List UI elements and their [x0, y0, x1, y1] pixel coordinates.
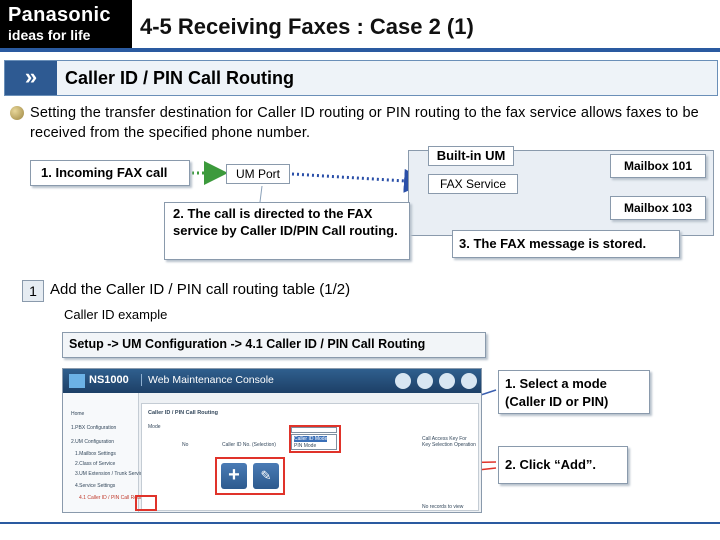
um-port-box: UM Port: [226, 164, 290, 184]
add-button-highlight: [215, 457, 285, 495]
bullet-icon: [10, 106, 24, 120]
sidebar-item-home[interactable]: Home: [71, 411, 85, 417]
sidebar-item-highlight: [135, 495, 157, 511]
sidebar-item-pbx[interactable]: 1.PBX Configuration: [71, 425, 117, 431]
console-sidebar: Home 1.PBX Configuration 2.UM Configurat…: [63, 393, 148, 512]
brand-tagline: ideas for life: [8, 27, 91, 43]
help-icon[interactable]: [395, 373, 411, 389]
plus-icon: +: [228, 464, 240, 486]
panel-title: Caller ID / PIN Call Routing: [148, 410, 218, 416]
chevron-right-icon: »: [5, 61, 57, 95]
setup-path-box: Setup -> UM Configuration -> 4.1 Caller …: [62, 332, 486, 358]
sidebar-item-mailbox[interactable]: 1.Mailbox Settings: [75, 451, 116, 457]
builtin-um-label: Built-in UM: [428, 146, 514, 166]
mode-label: Mode: [148, 424, 161, 430]
fax-service-box: FAX Service: [428, 174, 518, 194]
info-icon[interactable]: [439, 373, 455, 389]
console-titlebar: NS1000 Web Maintenance Console: [63, 369, 481, 393]
select-mode-callout: 1. Select a mode (Caller ID or PIN): [498, 370, 650, 414]
sidebar-item-cos[interactable]: 2.Class of Service: [75, 461, 116, 467]
mode-options-list[interactable]: Caller ID Mode PIN Mode: [291, 434, 337, 450]
console-name: Web Maintenance Console: [141, 374, 274, 386]
step2-note: 2. The call is directed to the FAX servi…: [164, 202, 410, 260]
leader-step2: [259, 185, 263, 203]
console-main-panel: Caller ID / PIN Call Routing Mode No Cal…: [141, 403, 479, 511]
mailbox-103-box: Mailbox 103: [610, 196, 706, 220]
incoming-fax-box: 1. Incoming FAX call: [30, 160, 190, 186]
step3-note: 3. The FAX message is stored.: [452, 230, 680, 258]
slide-title: 4-5 Receiving Faxes : Case 2 (1): [140, 14, 474, 39]
panasonic-logo: Panasonic ideas for life: [0, 0, 132, 48]
sidebar-item-caller-id-routing[interactable]: 4.1 Caller ID / PIN Call Routing: [79, 495, 148, 501]
edit-button[interactable]: ✎: [253, 463, 279, 489]
sidebar-item-service[interactable]: 4.Service Settings: [75, 483, 116, 489]
mode-option-pin[interactable]: PIN Mode: [294, 443, 317, 449]
mode-option-caller-id[interactable]: Caller ID Mode: [294, 436, 328, 442]
no-records-text: No records to view: [422, 504, 464, 510]
brand-name: Panasonic: [8, 4, 111, 26]
web-console-screenshot: NS1000 Web Maintenance Console Home 1.PB…: [62, 368, 482, 513]
product-logo-icon: [69, 374, 85, 388]
sidebar-item-um[interactable]: 2.UM Configuration: [71, 439, 115, 445]
step-heading: Add the Caller ID / PIN call routing tab…: [50, 281, 351, 298]
click-add-callout: 2. Click “Add”.: [498, 446, 628, 484]
pencil-icon: ✎: [260, 468, 272, 483]
section-bar: » Caller ID / PIN Call Routing: [4, 60, 718, 96]
add-button[interactable]: +: [221, 463, 247, 489]
slide-header: 4-5 Receiving Faxes : Case 2 (1): [134, 0, 720, 48]
description-text: Setting the transfer destination for Cal…: [30, 105, 699, 141]
step-number-badge: 1: [22, 280, 44, 302]
column-header-access-key: Call Access Key For Key Selection Operat…: [422, 436, 476, 448]
header-rule: [0, 48, 720, 52]
logout-icon[interactable]: [461, 373, 477, 389]
arrow-umport-to-faxservice: [291, 168, 428, 193]
footer-rule: [0, 522, 720, 524]
column-header-caller-id: Caller ID No. (Selection): [222, 442, 276, 448]
column-header-no: No: [182, 442, 189, 448]
sidebar-item-um-extension[interactable]: 3.UM Extension / Trunk Service: [75, 471, 146, 477]
mailbox-101-box: Mailbox 101: [610, 154, 706, 178]
product-name: NS1000: [89, 374, 129, 386]
section-title: Caller ID / PIN Call Routing: [65, 68, 295, 88]
caller-id-example-label: Caller ID example: [64, 307, 168, 322]
settings-icon[interactable]: [417, 373, 433, 389]
mode-select[interactable]: [291, 427, 337, 433]
mode-select-highlight: [289, 425, 341, 453]
